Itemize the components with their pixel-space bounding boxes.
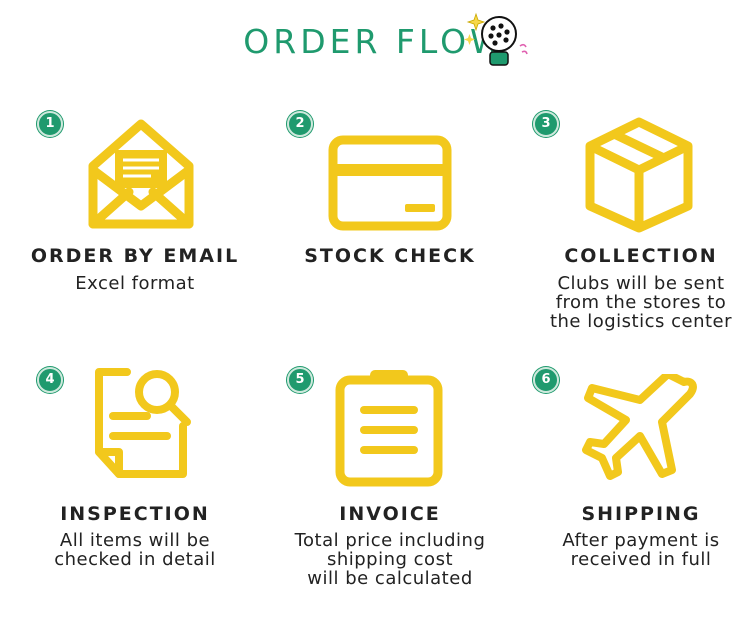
page-title-text: ORDER FLOW: [243, 22, 507, 61]
step-invoice: 5 INVOICE Total price including shipping…: [270, 364, 520, 624]
step-description: Clubs will be sent from the stores to th…: [549, 273, 733, 332]
step-title: COLLECTION: [564, 245, 718, 267]
airplane-icon: [582, 374, 697, 480]
step-description: Excel format: [75, 273, 195, 294]
box-icon: [585, 117, 693, 233]
step-description: All items will be checked in detail: [54, 530, 216, 570]
step-number-badge: 2: [287, 111, 313, 137]
step-number-badge: 6: [533, 367, 559, 393]
clipboard-icon: [335, 370, 443, 487]
step-title: INSPECTION: [60, 503, 210, 525]
step-number-badge: 4: [37, 367, 63, 393]
step-title: INVOICE: [339, 503, 441, 525]
step-inspection: 4 INSPECTION All items will be checked i…: [19, 364, 269, 624]
page-title: ORDER FLOW: [0, 22, 750, 61]
envelope-icon: [88, 119, 194, 229]
step-title: ORDER BY EMAIL: [30, 245, 240, 267]
step-number-badge: 3: [533, 111, 559, 137]
card-icon: [328, 135, 452, 231]
step-number-badge: 5: [287, 367, 313, 393]
document-search-icon: [95, 368, 191, 478]
step-description: Total price including shipping cost will…: [294, 530, 486, 589]
step-description: After payment is received in full: [562, 530, 720, 570]
step-stock-check: 2 STOCK CHECK: [270, 108, 520, 368]
step-order-by-email: 1 ORDER BY EMAIL Excel format: [19, 108, 269, 368]
step-number-badge: 1: [37, 111, 63, 137]
step-title: STOCK CHECK: [304, 245, 476, 267]
step-shipping: 6 SHIPPING After payment is received in …: [516, 364, 750, 624]
step-title: SHIPPING: [581, 503, 701, 525]
golf-ball-mascot-icon: [464, 12, 528, 66]
step-collection: 3 COLLECTION Clubs will be sent from the…: [516, 108, 750, 368]
